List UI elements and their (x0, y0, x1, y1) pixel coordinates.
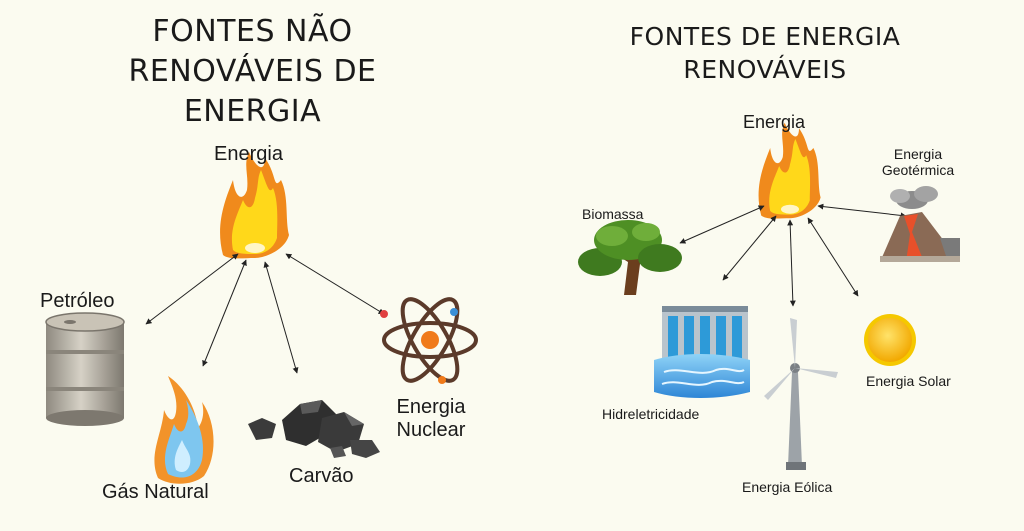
label-energia-eolica: Energia Eólica (742, 479, 833, 495)
title-non-renewable-line3: ENERGIA (183, 94, 322, 129)
sun-icon (864, 314, 916, 366)
title-non-renewable-line1: FONTES NÃO (152, 14, 353, 49)
label-energia-solar: Energia Solar (866, 373, 951, 389)
fire-icon (758, 122, 821, 219)
coal-icon (248, 400, 380, 458)
dam-icon (654, 306, 750, 398)
label-energia-geotermica-line1: Energia (893, 146, 943, 162)
label-energia-geotermica: Energia Geotérmica (872, 146, 964, 178)
title-renewable-line2: RENOVÁVEIS (683, 55, 847, 84)
gas-flame-icon (154, 376, 214, 484)
left-arrows (145, 253, 385, 374)
label-energia-nuclear: Energia Nuclear (390, 396, 472, 442)
title-non-renewable-line2: RENOVÁVEIS DE (128, 54, 377, 89)
title-renewable-line1: FONTES DE ENERGIA (629, 22, 901, 51)
label-petroleo: Petróleo (40, 290, 115, 312)
atom-icon (380, 297, 478, 384)
fire-icon (220, 152, 289, 259)
label-energia-nuclear-line2: Nuclear (396, 419, 466, 441)
volcano-icon (880, 186, 960, 262)
title-renewable: FONTES DE ENERGIA RENOVÁVEIS (600, 20, 930, 86)
oil-barrel-icon (45, 312, 125, 426)
label-gas-natural: Gás Natural (102, 481, 209, 503)
label-hidreletricidade: Hidreletricidade (602, 406, 700, 422)
label-energia-nuclear-line1: Energia (396, 396, 466, 418)
label-energia-right: Energia (743, 112, 806, 132)
tree-icon (578, 220, 682, 295)
label-biomassa: Biomassa (582, 206, 644, 222)
label-energia-left: Energia (214, 143, 283, 165)
label-energia-geotermica-line2: Geotérmica (881, 162, 955, 179)
wind-turbine-icon (764, 318, 838, 470)
right-arrows (679, 203, 907, 307)
label-carvao: Carvão (289, 465, 354, 487)
title-non-renewable: FONTES NÃO RENOVÁVEIS DE ENERGIA (110, 12, 395, 132)
